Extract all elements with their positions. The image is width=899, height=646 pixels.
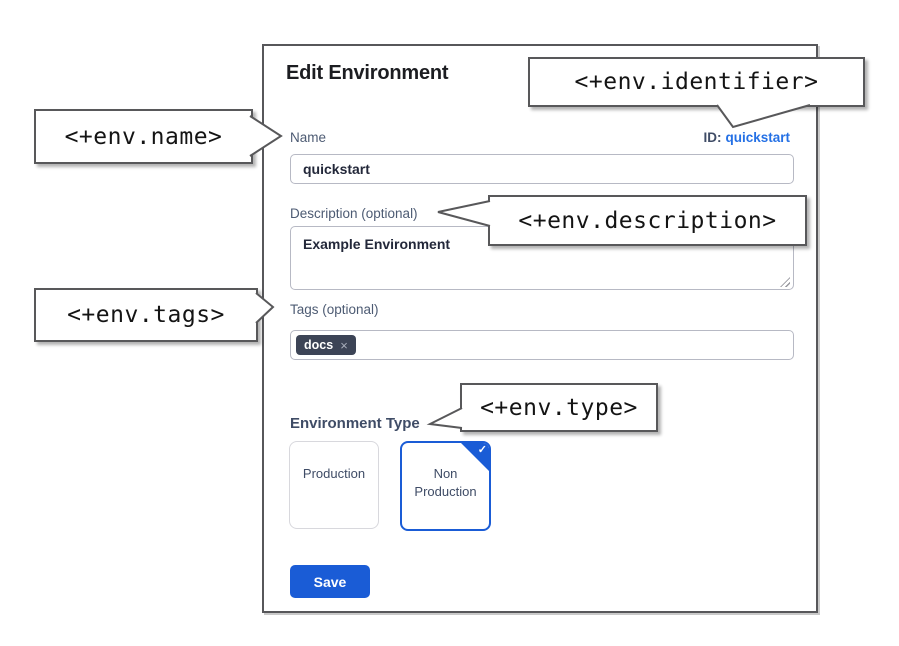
check-icon: ✓ xyxy=(477,444,487,456)
env-type-card-label: Non Production xyxy=(414,466,477,499)
tag-chip-docs[interactable]: docs × xyxy=(296,335,356,355)
edit-environment-dialog: Edit Environment Name ID:quickstart Desc… xyxy=(262,44,818,613)
textarea-resize-handle-icon[interactable] xyxy=(780,277,790,287)
env-type-card-non-production[interactable]: Non Production ✓ xyxy=(400,441,491,531)
tags-label: Tags (optional) xyxy=(290,302,379,317)
callout-tail-description-icon xyxy=(437,200,491,227)
dialog-title: Edit Environment xyxy=(286,62,449,84)
callout-tail-tags-icon xyxy=(255,292,275,324)
tags-input[interactable]: docs × xyxy=(290,330,794,360)
tag-label: docs xyxy=(304,338,334,352)
callout-tail-type-icon xyxy=(426,407,463,429)
tag-remove-icon[interactable]: × xyxy=(340,337,348,353)
env-type-card-production[interactable]: Production xyxy=(289,441,379,529)
callout-tail-name-icon xyxy=(249,115,283,157)
callout-env-description: <+env.description> xyxy=(488,195,807,246)
name-input[interactable] xyxy=(290,154,794,184)
selected-corner-badge: ✓ xyxy=(460,443,489,472)
callout-env-identifier: <+env.identifier> xyxy=(528,57,865,107)
id-label: ID: xyxy=(703,130,722,145)
description-label: Description (optional) xyxy=(290,206,418,221)
id-row: ID:quickstart xyxy=(703,130,790,145)
name-label: Name xyxy=(290,130,327,145)
environment-type-label: Environment Type xyxy=(290,415,420,432)
environment-id-link[interactable]: quickstart xyxy=(725,130,790,145)
callout-env-type: <+env.type> xyxy=(460,383,658,432)
callout-tail-identifier-icon xyxy=(716,104,811,129)
save-button[interactable]: Save xyxy=(290,565,370,598)
callout-env-tags: <+env.tags> xyxy=(34,288,258,342)
callout-env-name: <+env.name> xyxy=(34,109,253,164)
env-type-card-label: Production xyxy=(302,466,366,481)
